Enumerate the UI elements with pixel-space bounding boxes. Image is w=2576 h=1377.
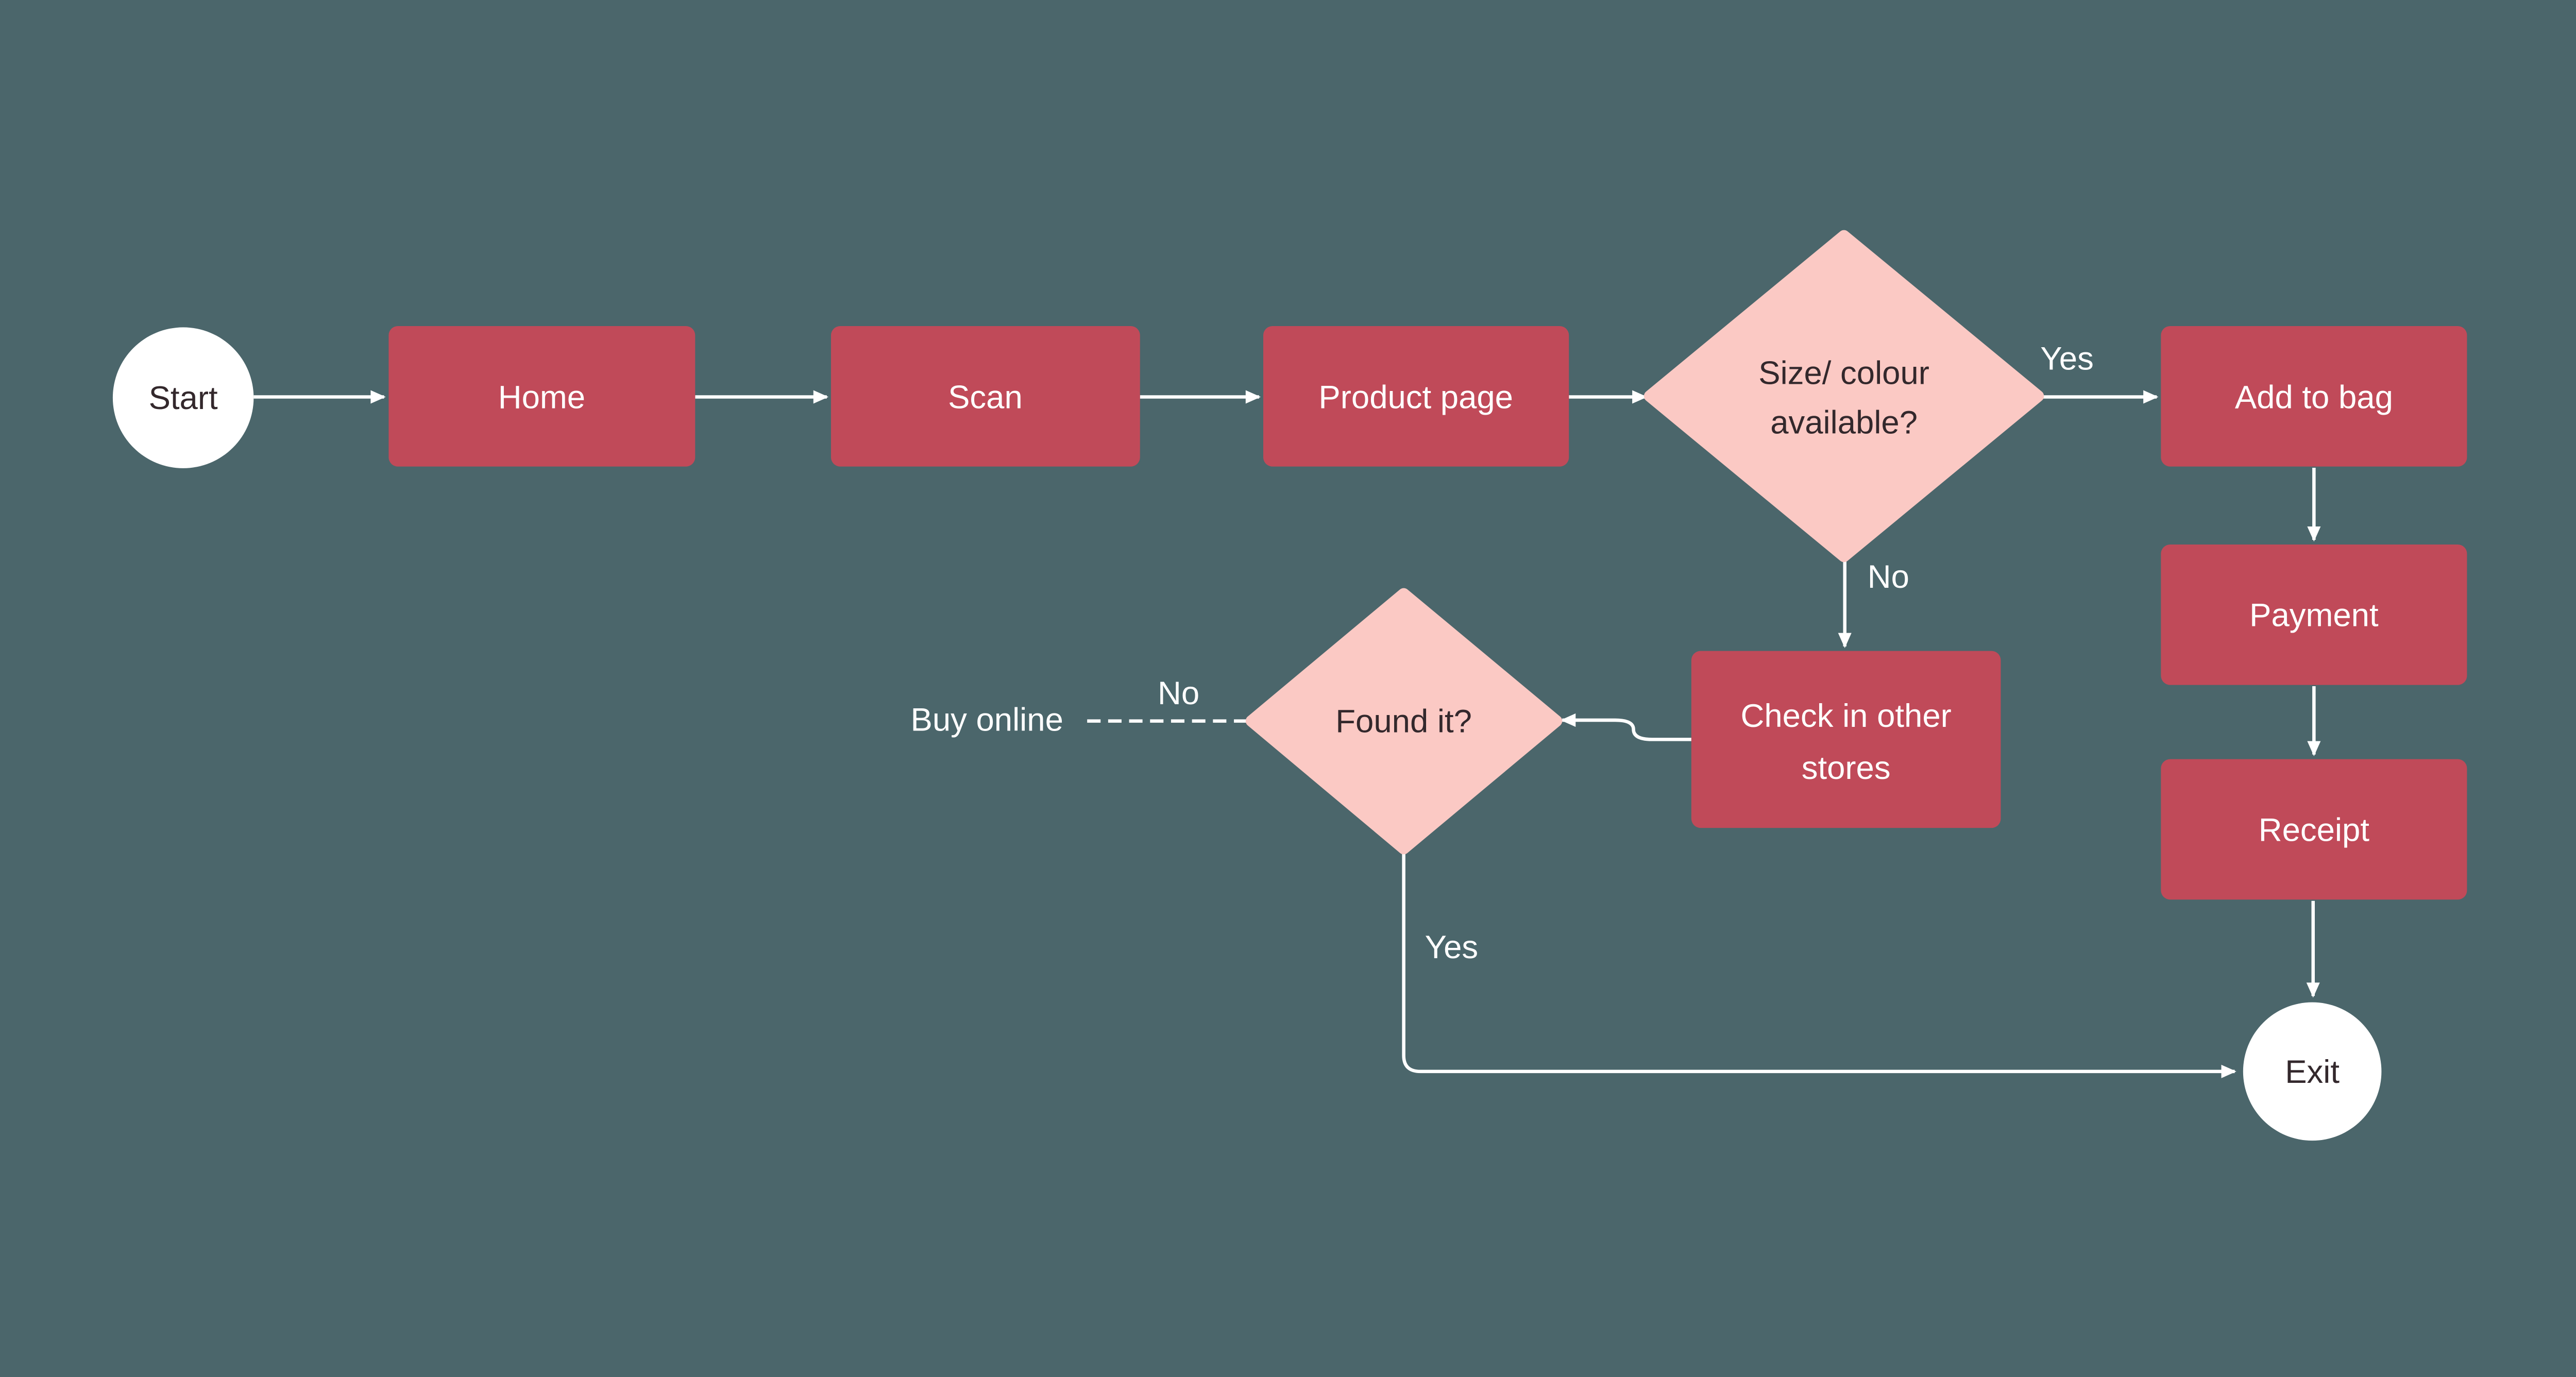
edge-label-size-no: No <box>1868 559 1909 595</box>
node-add-to-bag[interactable]: Add to bag <box>2161 326 2467 467</box>
node-home[interactable]: Home <box>388 326 696 467</box>
node-start[interactable]: Start <box>112 327 254 468</box>
exit-terminator-shape <box>2243 1002 2382 1141</box>
edge-label-found-no: No <box>1158 675 1199 711</box>
node-label-size-colour-line2: available? <box>1770 404 1918 440</box>
scan-process-shape <box>831 326 1140 467</box>
node-payment[interactable]: Payment <box>2161 544 2467 685</box>
node-label-receipt: Receipt <box>2259 812 2370 848</box>
node-label-found-it: Found it? <box>1335 704 1472 740</box>
found-it-decision-shape <box>1245 588 1563 855</box>
node-size-colour-available[interactable]: Size/ colour available? <box>1643 230 2044 563</box>
node-label-check-stores-line1: Check in other <box>1741 698 1952 734</box>
edge-label-size-yes: Yes <box>2040 341 2094 377</box>
node-found-it[interactable]: Found it? <box>1245 588 1563 855</box>
node-label-exit: Exit <box>2285 1054 2340 1090</box>
receipt-process-shape <box>2161 759 2467 900</box>
node-label-scan: Scan <box>948 379 1023 415</box>
node-receipt[interactable]: Receipt <box>2161 759 2467 900</box>
add-to-bag-process-shape <box>2161 326 2467 467</box>
node-label-payment: Payment <box>2249 598 2379 634</box>
home-process-shape <box>388 326 696 467</box>
product-page-process-shape <box>1263 326 1569 467</box>
node-product-page[interactable]: Product page <box>1263 326 1569 467</box>
check-in-other-stores-process-shape <box>1691 651 2001 828</box>
start-terminator-shape <box>112 327 254 468</box>
size-colour-decision-shape <box>1643 230 2044 563</box>
edge-found-it-yes-to-exit <box>1402 849 2236 1078</box>
node-label-product-page: Product page <box>1318 379 1513 415</box>
payment-process-shape <box>2161 544 2467 685</box>
node-label-start: Start <box>149 380 218 416</box>
edge-labels: Yes No No Yes <box>1158 341 2094 966</box>
edge-label-found-yes: Yes <box>1425 929 1479 965</box>
node-check-in-other-stores[interactable]: Check in other stores <box>1691 651 2001 828</box>
node-scan[interactable]: Scan <box>831 326 1140 467</box>
node-label-home: Home <box>498 379 585 415</box>
node-label-check-stores-line2: stores <box>1802 750 1891 786</box>
node-label-buy-online: Buy online <box>910 702 1063 738</box>
connectors <box>253 390 2321 1078</box>
node-exit[interactable]: Exit <box>2243 1002 2382 1141</box>
node-label-size-colour-line1: Size/ colour <box>1758 355 1929 391</box>
node-buy-online[interactable]: Buy online <box>910 702 1063 738</box>
edge-check-stores-to-found-it <box>1560 713 1691 741</box>
node-label-add-to-bag: Add to bag <box>2235 379 2393 415</box>
